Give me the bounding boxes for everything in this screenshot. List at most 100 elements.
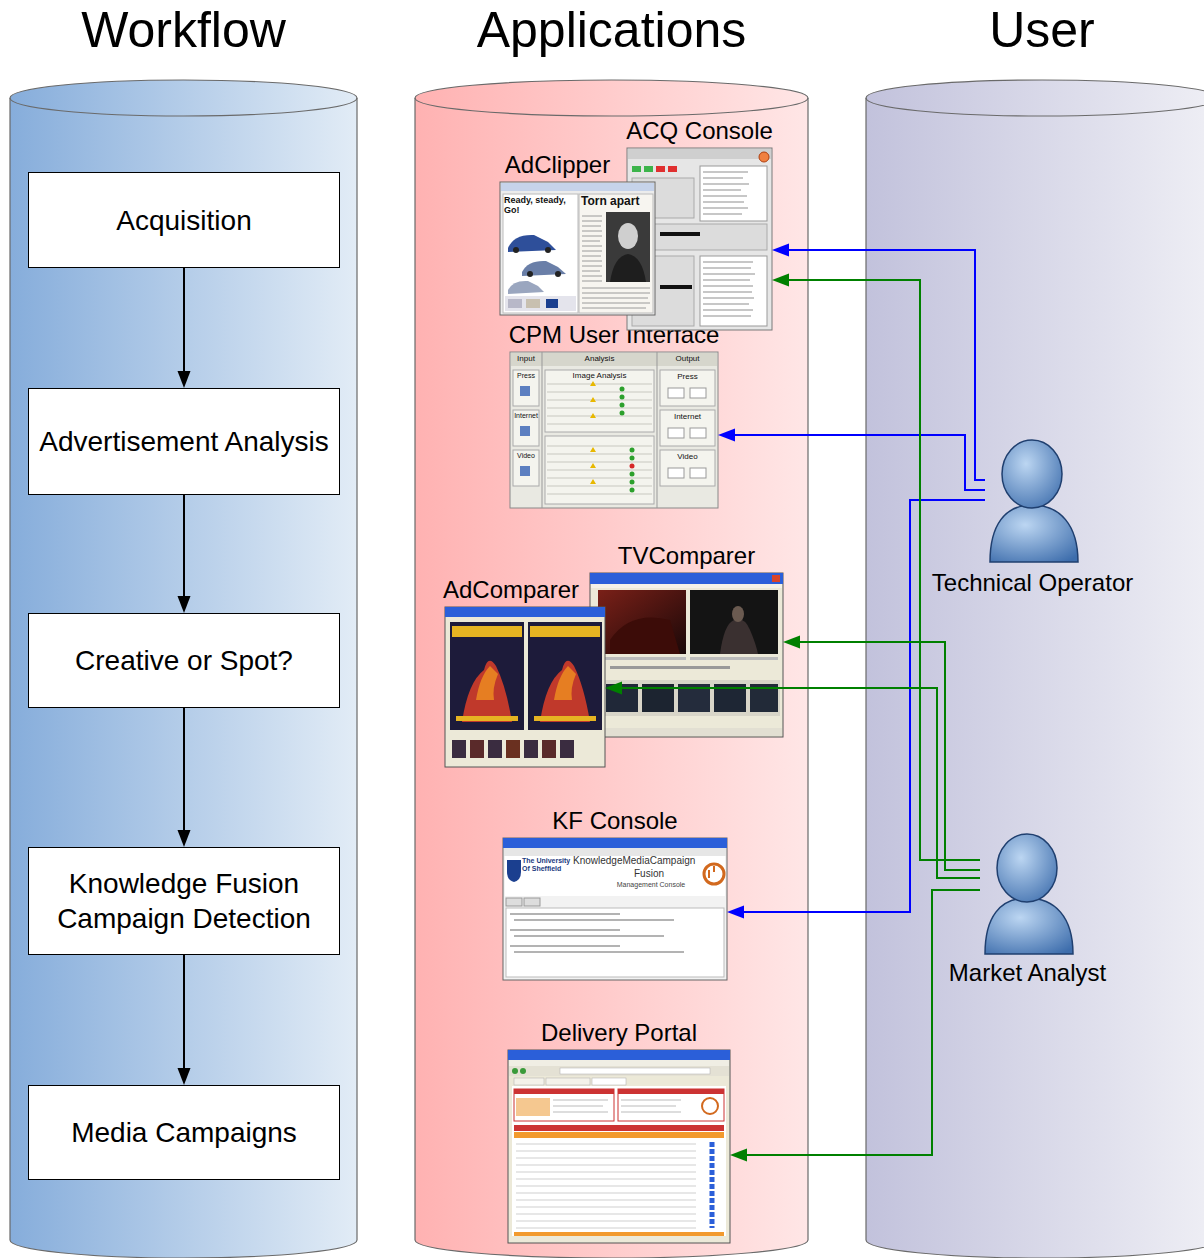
- technical-operator-icon: [990, 505, 1078, 562]
- cylinder-body: [415, 80, 808, 1258]
- column-heading: Workflow: [81, 2, 286, 60]
- adclipper-screenshot: [508, 235, 556, 252]
- text-holder: Fusion: [621, 868, 677, 880]
- text-holder: Internet: [660, 412, 715, 421]
- delivery-portal-screenshot: [553, 1100, 608, 1112]
- cpm-user-interface-screenshot: [620, 403, 625, 408]
- label-holder: Technical Operator: [905, 569, 1160, 597]
- adclipper-screenshot: [505, 296, 576, 311]
- delivery-portal-screenshot: [560, 1068, 710, 1074]
- connector-line: [788, 280, 980, 860]
- delivery-portal-screenshot: [514, 1132, 724, 1138]
- adclipper-screenshot: [555, 271, 561, 277]
- adcomparer-screenshot: [554, 666, 576, 700]
- screenshot-text: Image Analysis: [545, 371, 654, 380]
- column-heading: User: [989, 2, 1095, 60]
- cpm-user-interface-screenshot: [660, 410, 715, 446]
- adclipper-screenshot: [527, 271, 533, 277]
- cpm-user-interface-screenshot: [690, 468, 706, 478]
- cpm-user-interface-screenshot: [545, 436, 654, 504]
- connector: [178, 268, 191, 388]
- cpm-user-interface-screenshot: [520, 466, 530, 476]
- tvcomparer-screenshot: [590, 573, 783, 737]
- connector-line: [183, 708, 185, 831]
- label-holder: Delivery Portal: [448, 1019, 790, 1047]
- label-holder: TVComparer: [530, 542, 843, 570]
- adcomparer-screenshot: [452, 626, 522, 637]
- connector: [605, 682, 980, 879]
- tvcomparer-screenshot: [596, 680, 780, 716]
- cpm-user-interface-screenshot: [660, 370, 715, 406]
- delivery-portal-screenshot: [514, 1232, 724, 1236]
- arrowhead: [772, 274, 789, 287]
- adcomparer-screenshot: [452, 740, 466, 758]
- adclipper-screenshot: [606, 212, 650, 282]
- acq-console-screenshot: [759, 152, 769, 162]
- kf-console-screenshot: [506, 908, 724, 977]
- acq-console-screenshot: [700, 256, 767, 326]
- connector-line: [746, 890, 980, 1155]
- text-holder: Management Console: [603, 881, 699, 889]
- text-holder: Video: [660, 452, 715, 461]
- process-box-text: Creative or Spot?: [75, 643, 293, 678]
- cpm-user-interface-screenshot: [630, 480, 635, 485]
- connector: [727, 500, 985, 919]
- cpm-user-interface-screenshot: [510, 352, 718, 508]
- tvcomparer-screenshot: [610, 618, 680, 655]
- cpm-user-interface-screenshot: [547, 446, 652, 494]
- delivery-portal-screenshot: [514, 1089, 614, 1094]
- delivery-portal-screenshot: [512, 1068, 518, 1074]
- acq-console-screenshot: [632, 166, 641, 172]
- adclipper-screenshot: [508, 281, 544, 294]
- delivery-portal-screenshot: [514, 1089, 614, 1121]
- text-holder: Internet: [513, 412, 539, 420]
- kf-console-screenshot: [503, 838, 727, 848]
- adclipper-screenshot: [501, 183, 654, 191]
- adcomparer-screenshot: [456, 716, 518, 721]
- adclipper-screenshot: [500, 182, 655, 315]
- connector-line: [183, 955, 185, 1069]
- adclipper-screenshot: [546, 299, 558, 308]
- acq-console-screenshot: [644, 166, 653, 172]
- adclipper-screenshot: [618, 223, 638, 249]
- adcomparer-screenshot: [462, 661, 512, 722]
- tvcomparer-screenshot: [590, 573, 783, 584]
- heading-holder: User: [826, 2, 1204, 60]
- connector-line: [743, 500, 985, 912]
- tvcomparer-screenshot: [690, 657, 778, 660]
- cpm-user-interface-screenshot: [513, 450, 539, 486]
- process-box: Creative or Spot?: [28, 613, 340, 708]
- delivery-portal-screenshot: [516, 1098, 550, 1116]
- acq-console-screenshot: [660, 285, 692, 289]
- cpm-user-interface-screenshot: [513, 410, 539, 446]
- kf-console-screenshot: [504, 848, 726, 856]
- screenshot-text: Fusion: [621, 868, 677, 880]
- adcomparer-screenshot: [540, 661, 590, 722]
- kf-console-screenshot: [506, 898, 522, 906]
- user-label: Market Analyst: [949, 959, 1106, 987]
- technical-operator-icon: [990, 440, 1078, 562]
- delivery-portal-screenshot: [546, 1078, 590, 1085]
- column-heading: Applications: [477, 2, 747, 60]
- screenshot-text: Video: [660, 452, 715, 461]
- connector: [772, 274, 980, 861]
- adclipper-screenshot: [522, 261, 566, 276]
- connector-line: [183, 268, 185, 372]
- cpm-user-interface-screenshot: [510, 352, 718, 508]
- adcomparer-screenshot: [560, 740, 574, 758]
- tvcomparer-screenshot: [598, 657, 686, 660]
- arrowhead: [178, 1068, 191, 1085]
- cpm-user-interface-screenshot: [513, 370, 539, 406]
- cpm-user-interface-screenshot: [620, 395, 625, 400]
- cpm-user-interface-screenshot: [542, 352, 657, 508]
- kf-console-screenshot: [510, 914, 684, 952]
- adcomparer-screenshot: [542, 740, 556, 758]
- delivery-portal-screenshot: [508, 1050, 730, 1060]
- market-analyst-icon: [985, 834, 1073, 954]
- text-holder: Analysis: [542, 354, 657, 363]
- acq-console-screenshot: [628, 149, 771, 159]
- text-holder: Image Analysis: [545, 371, 654, 380]
- kf-console-screenshot: [507, 860, 521, 882]
- text-holder: Press: [513, 372, 539, 380]
